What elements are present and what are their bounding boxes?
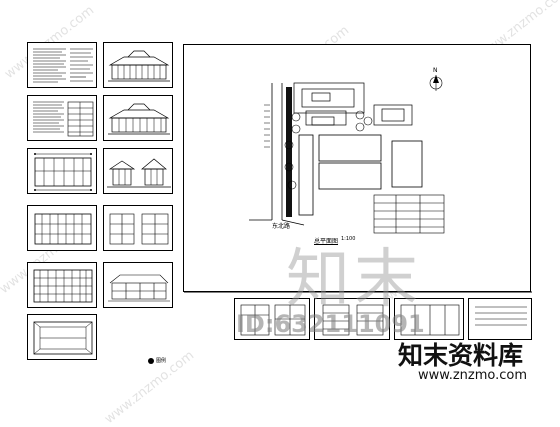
sheet-elevation-side: [103, 148, 173, 194]
sheet-floor-plan-3: [27, 262, 97, 308]
brand-logo-cn: 知末资料库: [398, 341, 524, 370]
id-watermark: ID:632111091: [236, 310, 425, 338]
brand-watermark-large: 知末: [286, 243, 422, 317]
road-label: 东北路: [272, 223, 291, 230]
sheet-roof-plan: [27, 314, 97, 360]
sheet-detail-2: [314, 298, 390, 340]
sheet-detail-3: [394, 298, 464, 340]
sheet-section-2: [103, 262, 173, 308]
sheet-section-1: [103, 205, 173, 251]
sheet-site-plan: N 东北路 总平面图 1:100: [183, 44, 532, 293]
legend-marker-icon: [148, 358, 154, 364]
site-plan-scale: 1:100: [341, 236, 356, 242]
brand-logo-url: www.znzmo.com: [418, 368, 528, 383]
north-label: N: [433, 67, 438, 74]
sheet-elevation-2: [103, 95, 173, 141]
legend-marker-label: 图例: [156, 358, 167, 364]
sheet-design-notes-1: [27, 42, 97, 88]
sheet-elevation-1: [103, 42, 173, 88]
sheet-detail-1: [234, 298, 310, 340]
sheet-design-notes-2: [27, 95, 97, 141]
sheet-floor-plan-2: [27, 205, 97, 251]
site-plan-title: 总平面图: [314, 238, 339, 245]
sheet-floor-plan-1: [27, 148, 97, 194]
sheet-detail-4: [468, 298, 532, 340]
